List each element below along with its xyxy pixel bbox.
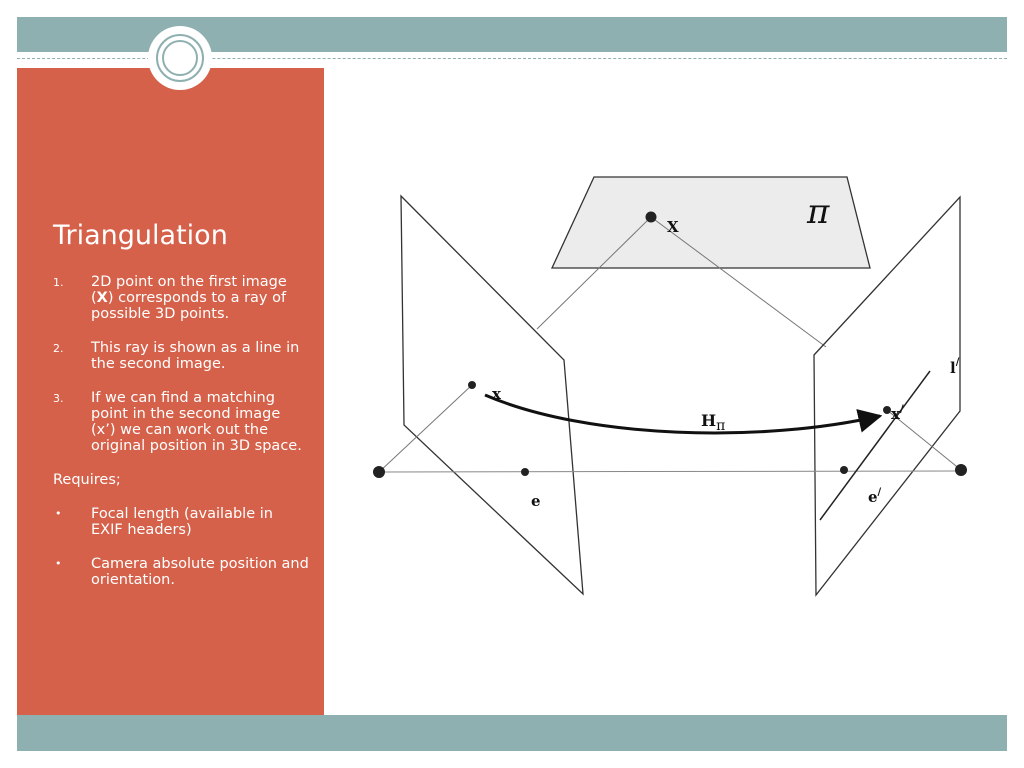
plane-label: π bbox=[806, 192, 830, 232]
epipolar-line-letter: l bbox=[950, 359, 956, 377]
bullet-marker: • bbox=[55, 557, 62, 570]
homography-arrow bbox=[484, 393, 883, 435]
left-epipole bbox=[521, 468, 529, 476]
right-epipole-letter: e bbox=[868, 488, 878, 506]
slide-body: 1. 2D point on the first image (X) corre… bbox=[53, 274, 309, 606]
homography-label: Hπ bbox=[701, 411, 725, 434]
requires-label: Requires; bbox=[53, 472, 121, 488]
emblem-ring bbox=[156, 34, 204, 82]
right-epipole bbox=[840, 466, 848, 474]
step-text: If we can find a matching point in the s… bbox=[91, 390, 302, 454]
right-camera-center bbox=[955, 464, 967, 476]
left-camera-center bbox=[373, 466, 385, 478]
epipolar-line bbox=[819, 370, 931, 521]
right-image-plane bbox=[813, 195, 961, 597]
right-ray bbox=[886, 409, 962, 471]
emblem-inner-ring bbox=[162, 40, 198, 76]
right-epipole-label: e/ bbox=[868, 487, 882, 506]
bottom-band bbox=[17, 715, 1007, 751]
step-marker: 1. bbox=[53, 276, 64, 289]
emblem bbox=[148, 26, 212, 90]
epipolar-figure: π X x e Hπ x/ e/ l/ bbox=[373, 176, 967, 597]
step-emphasis: X bbox=[96, 290, 108, 306]
dashed-divider bbox=[17, 58, 1007, 59]
step-2: 2. This ray is shown as a line in the se… bbox=[53, 340, 309, 372]
step-text-part: 2D point on the first image ( bbox=[91, 274, 287, 306]
step-3: 3. If we can find a matching point in th… bbox=[53, 390, 309, 454]
epipolar-line-label: l/ bbox=[950, 357, 960, 377]
requirement-1: • Focal length (available in EXIF header… bbox=[53, 506, 309, 538]
left-image-point bbox=[468, 381, 476, 389]
bullet-marker: • bbox=[55, 507, 62, 520]
slide: Triangulation 1. 2D point on the first i… bbox=[17, 17, 1007, 751]
baseline bbox=[378, 470, 962, 473]
world-point-label: X bbox=[667, 218, 679, 236]
right-image-point bbox=[883, 406, 891, 414]
homography-letter: H bbox=[701, 411, 716, 430]
world-point bbox=[645, 211, 657, 223]
step-1: 1. 2D point on the first image (X) corre… bbox=[53, 274, 309, 322]
slide-title: Triangulation bbox=[53, 220, 228, 251]
right-point-prime: / bbox=[900, 404, 904, 415]
side-panel: Triangulation 1. 2D point on the first i… bbox=[17, 68, 324, 715]
homography-subscript: π bbox=[716, 418, 725, 434]
step-marker: 2. bbox=[53, 342, 64, 355]
left-image-plane bbox=[400, 194, 584, 596]
plane-pi bbox=[550, 176, 871, 269]
requirement-text: Focal length (available in EXIF headers) bbox=[91, 506, 273, 538]
left-ray bbox=[378, 384, 473, 473]
step-marker: 3. bbox=[53, 392, 64, 405]
left-point-label: x bbox=[492, 385, 502, 403]
requirement-2: • Camera absolute position and orientati… bbox=[53, 556, 309, 588]
ray-left bbox=[536, 216, 652, 330]
right-epipole-prime: / bbox=[878, 487, 882, 498]
epipolar-line-prime: / bbox=[956, 357, 960, 368]
right-point-label: x/ bbox=[891, 404, 904, 423]
step-text-part: ) corresponds to a ray of possible 3D po… bbox=[91, 290, 287, 322]
step-text: This ray is shown as a line in the secon… bbox=[91, 340, 300, 372]
right-point-letter: x bbox=[891, 405, 901, 423]
left-epipole-label: e bbox=[531, 492, 541, 510]
requirement-text: Camera absolute position and orientation… bbox=[91, 556, 309, 588]
ray-right bbox=[650, 216, 827, 348]
